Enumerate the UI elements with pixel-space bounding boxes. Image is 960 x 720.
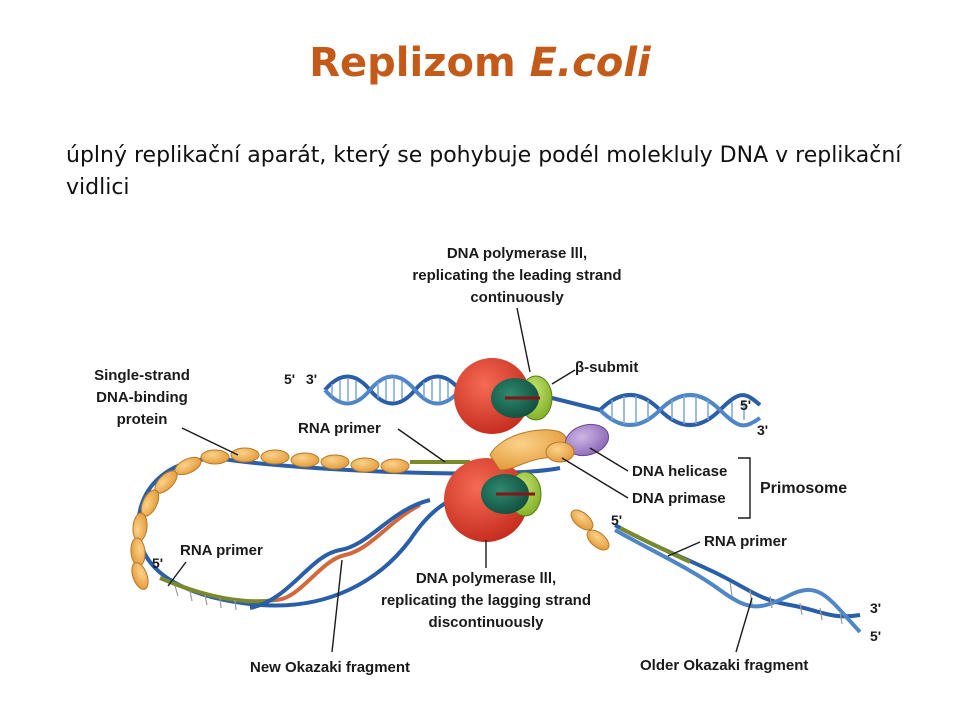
- svg-text:DNA-binding: DNA-binding: [96, 389, 188, 406]
- leading-dna-helix-right: [598, 393, 762, 428]
- end-top-right-5: 5': [740, 397, 751, 413]
- label-rna-primer-left: RNA primer: [180, 542, 263, 559]
- primosome-complex: [489, 423, 610, 471]
- svg-text:protein: protein: [117, 411, 168, 428]
- dna-polymerase-leading: [454, 358, 553, 434]
- title-main: Replizom: [309, 40, 516, 86]
- label-dna-primase: DNA primase: [632, 490, 726, 507]
- title-organism: E.coli: [529, 40, 651, 86]
- new-okazaki-region: [159, 498, 431, 611]
- label-pol-lagging: DNA polymerase lll, replicating the lagg…: [381, 570, 591, 631]
- label-rna-primer-top: RNA primer: [298, 420, 381, 437]
- label-new-okazaki: New Okazaki fragment: [250, 659, 410, 676]
- label-rna-primer-right: RNA primer: [704, 533, 787, 550]
- svg-text:replicating the lagging strand: replicating the lagging strand: [381, 592, 591, 609]
- svg-text:continuously: continuously: [470, 289, 564, 306]
- leader-lines: [167, 307, 753, 653]
- label-older-okazaki: Older Okazaki fragment: [640, 657, 808, 674]
- svg-text:replicating the leading strand: replicating the leading strand: [412, 267, 621, 284]
- svg-text:DNA polymerase lll,: DNA polymerase lll,: [416, 570, 556, 587]
- label-beta-submit: β-submit: [575, 359, 638, 376]
- lagging-template-loop: [136, 456, 561, 608]
- svg-text:Single-strand: Single-strand: [94, 367, 190, 384]
- label-dna-helicase: DNA helicase: [632, 463, 727, 480]
- slide-title: Replizom E.coli: [0, 40, 960, 86]
- label-primosome: Primosome: [760, 480, 847, 497]
- end-bottom-right-3: 3': [870, 600, 881, 616]
- svg-text:discontinuously: discontinuously: [428, 614, 544, 631]
- end-mid-5: 5': [611, 512, 622, 528]
- slide-subtitle: úplný replikační aparát, který se pohybu…: [66, 143, 902, 200]
- older-okazaki-region: [614, 523, 862, 634]
- label-ssb: Single-strand DNA-binding protein: [94, 367, 190, 428]
- parental-dna-helix-left: [323, 374, 462, 406]
- dna-polymerase-lagging: [444, 458, 542, 542]
- end-top-left-5: 5': [284, 371, 295, 387]
- label-pol-leading: DNA polymerase lll, replicating the lead…: [412, 245, 621, 306]
- ssb-proteins: [130, 447, 610, 590]
- end-left-5: 5': [152, 555, 163, 571]
- end-top-left-3: 3': [306, 371, 317, 387]
- svg-text:DNA polymerase lll,: DNA polymerase lll,: [447, 245, 587, 262]
- end-bottom-right-5: 5': [870, 628, 881, 644]
- end-top-right-3: 3': [757, 422, 768, 438]
